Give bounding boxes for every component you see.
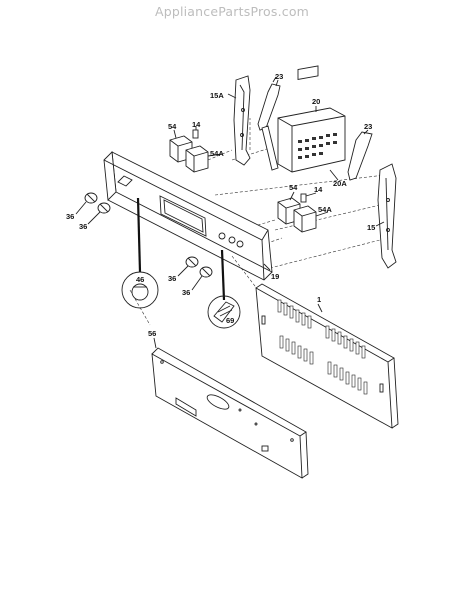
part-20A-board-bracket [261,125,279,171]
site-watermark: AppliancePartsPros.com [154,4,310,19]
label-54A-lower: 54A [318,205,332,214]
label-56: 56 [148,329,156,338]
part-36-knobs [84,192,213,278]
part-69-clip [207,249,241,329]
part-15-end-bracket [377,163,397,269]
label-36-c: 36 [168,274,176,283]
upper-switch-assembly [169,129,209,173]
label-15: 15 [367,223,375,232]
part-56-back-panel [151,347,309,479]
label-54A-upper: 54A [210,149,224,158]
label-14-lower: 14 [314,185,323,194]
part-46-push-button [121,197,159,309]
label-36-a: 36 [66,212,74,221]
label-46: 46 [136,275,144,284]
part-1-vented-panel [255,283,399,429]
label-19: 19 [271,272,279,281]
label-36-b: 36 [79,222,87,231]
part-labels: 23 15A 20 54 14 54A 23 20A 54 14 54A 15 … [66,72,375,338]
part-15A-end-bracket [233,75,251,166]
part-23-lower-clip [347,131,373,181]
label-20A: 20A [333,179,347,188]
label-14-upper: 14 [192,120,201,129]
label-36-d: 36 [182,288,190,297]
label-54-lower: 54 [289,183,298,192]
label-69: 69 [226,316,234,325]
label-23-lower: 23 [364,122,372,131]
label-20: 20 [312,97,320,106]
label-23-upper: 23 [275,72,283,81]
part-23-upper-clip [257,76,281,131]
part-19-control-panel [103,151,273,281]
part-20-control-board [277,65,346,173]
callout-leaders [75,79,385,349]
label-1: 1 [317,295,321,304]
label-54-upper: 54 [168,122,177,131]
label-15A: 15A [210,91,224,100]
lower-switch-assembly [277,193,317,233]
